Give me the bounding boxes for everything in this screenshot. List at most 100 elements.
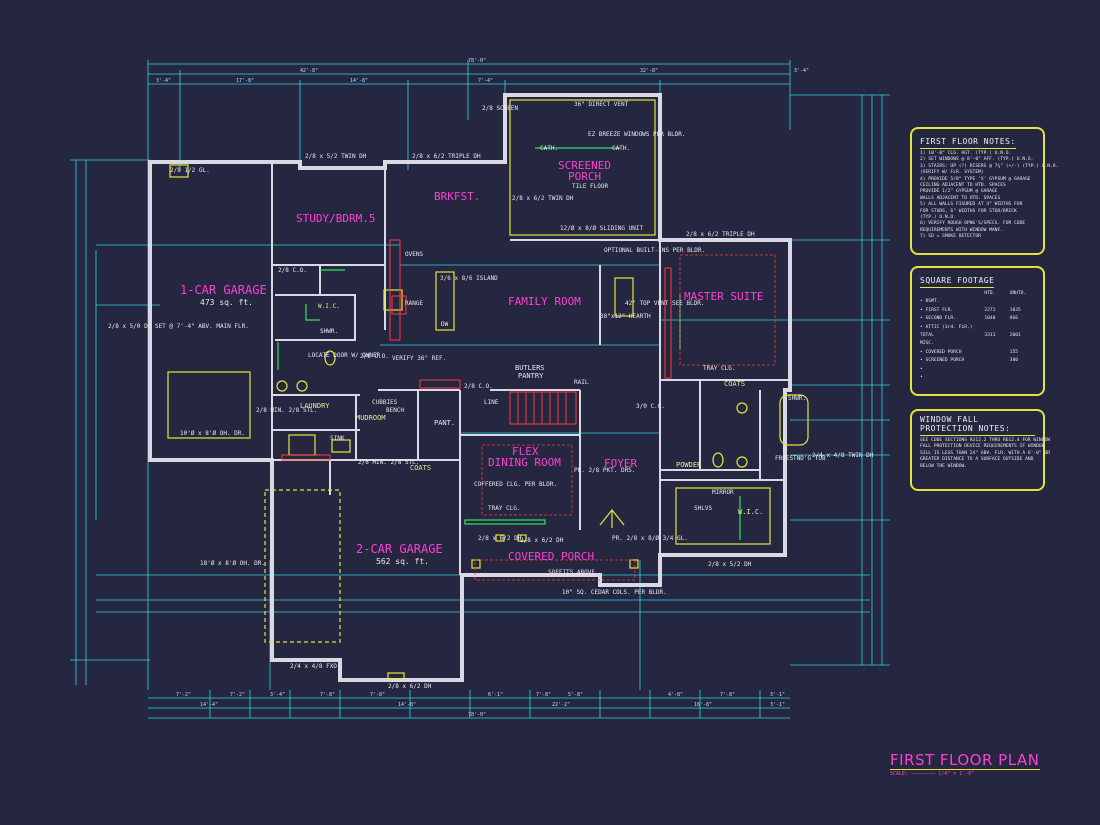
callout-co-2: 2/8 C.O. — [360, 353, 389, 360]
garage2-area: 562 sq. ft. — [376, 557, 429, 566]
room-labels: 1-CAR GARAGE 473 sq. ft. 10'Ø x 8'Ø OH. … — [180, 159, 826, 567]
sqft-cell-unhtd: 380 — [1009, 358, 1018, 364]
covered-porch-label: COVERED PORCH — [508, 550, 594, 563]
dim-top-b: 32'-8" — [640, 68, 658, 74]
dim-overall-top: 78'-0" — [468, 58, 486, 64]
flex-label-2: DINING ROOM — [488, 456, 561, 469]
dim-bot-2: 7'-2" — [230, 692, 245, 698]
callout-triple-dh-master: 2/8 x 6/2 TRIPLE DH — [686, 231, 755, 238]
sqft-cell-unhtd: 1035 — [1009, 307, 1021, 313]
notes-title: FIRST FLOOR NOTES: — [920, 137, 1016, 149]
dim-bot-5: 7'-8" — [370, 692, 385, 698]
notes-line: 2) SET WINDOWS @ 8'-0" AFF. (TYP.) U.N.O… — [920, 157, 1034, 163]
callout-triple-dh-top: 2/8 x 6/2 TRIPLE DH — [412, 153, 481, 160]
callout-coffered: COFFERED CLG. PER BLDR. — [474, 481, 557, 488]
callout-screen: 2/8 SCREEN — [482, 105, 519, 112]
screened-porch-label-1: SCREENED — [558, 159, 611, 172]
sqft-header-row: HTD. UNHTD. — [920, 290, 1035, 298]
dim-bot-row2-1: 14'-4" — [200, 702, 218, 708]
stair-treads — [517, 392, 567, 424]
fall-line: FALL PROTECTION DEVICE REQUIREMENTS IF W… — [920, 444, 1045, 450]
notes-line: REQUIREMENTS WITH WINDOW MANF. — [920, 227, 1003, 233]
butlers-label-1: BUTLERS — [515, 364, 545, 372]
callout-dh-master-bottom: 2/8 x 5/2 DH — [708, 561, 752, 568]
callout-entry-door: PR. 2/8 x 8/Ø 3/4 GL. — [612, 535, 688, 542]
sqft-cell-label: • ATTIC (3rd. FLR.) — [920, 324, 973, 330]
notes-line: PROVIDE 1/2" GYPSUM @ GARAGE — [920, 189, 998, 195]
notes-line: CEILING ADJACENT TO HTD. SPACES — [920, 183, 1006, 189]
sqft-title: SQUARE FOOTAGE — [920, 276, 995, 288]
dim-top-3: 14'-8" — [350, 78, 368, 84]
callout-co-3: 3/0 C.O. — [636, 403, 665, 410]
dim-bot-3: 3'-4" — [270, 692, 285, 698]
tub-label: FREESTND'G TUB — [775, 455, 826, 462]
sqft-cell-label: • SCREENED PORCH — [920, 358, 965, 364]
plan-scale: SCALE: ———————— 1/4" = 1'-0" — [890, 771, 975, 777]
coats-mud-label: COATS — [410, 464, 431, 472]
callout-cubbies: CUBBIES — [372, 399, 398, 406]
flex-label-1: FLEX — [512, 445, 539, 458]
sqft-row: • — [920, 366, 1035, 374]
dim-bot-8: 5'-8" — [568, 692, 583, 698]
dim-bot-row2-3: 22'-2" — [552, 702, 570, 708]
callout-range: RANGE — [405, 300, 423, 307]
callout-cols: 10" SQ. CEDAR COLS. PER BLDR. — [562, 589, 667, 596]
sqft-cell-label: • BSMT. — [920, 299, 940, 305]
callout-ovens: OVENS — [405, 251, 423, 258]
sqft-cell-unhtd: 966 — [1009, 316, 1018, 322]
callout-min-stl-2: 2/8 MIN. 2/8 STL. — [358, 459, 419, 466]
callout-sliding: 12/Ø x 8/Ø SLIDING UNIT — [560, 225, 643, 232]
callout-dh-garage-bottom: 2/8 x 6/2 DH — [388, 683, 432, 690]
sqft-row: • — [920, 374, 1035, 382]
sqft-cell-label: • — [920, 366, 923, 372]
callout-cath-2: CATH. — [612, 145, 630, 152]
sqft-row: • BSMT. — [920, 298, 1035, 306]
notes-line: 5) ALL WALLS FIGURED AT 4" WIDTHS FOR — [920, 202, 1023, 208]
laundry-label: LAUNDRY — [300, 402, 330, 410]
dim-top-c: 3'-4" — [794, 68, 809, 74]
callouts: 2/8 x 5/2 TWIN DH 2/8 x 6/2 TRIPLE DH 2/… — [108, 101, 874, 690]
callout-gl: 2/8 1/2 GL. — [170, 167, 210, 174]
notes-list: 1) 10'-0" CLG. HGT. (TYP.) U.N.O.2) SET … — [912, 151, 1058, 241]
sqft-cell-unhtd — [1010, 374, 1035, 382]
plan-title: FIRST FLOOR PLAN — [890, 751, 1040, 769]
wic-study-label: W.I.C. — [318, 303, 340, 310]
powder-label: POWDER — [676, 461, 702, 469]
sqft-cell-htd — [984, 366, 1009, 374]
notes-line: (VERIFY W/ FLR. SYSTEM) — [920, 170, 984, 176]
sqft-cell-unhtd: 155 — [1009, 349, 1018, 355]
stairs-and-counters — [281, 239, 776, 581]
sqft-cell-unhtd — [1010, 324, 1035, 332]
dim-bot-11: 3'-1" — [770, 692, 785, 698]
callout-locate-door: LOCATE DOOR W/ OWNER — [308, 352, 381, 359]
sqft-cell-htd: 3311 — [984, 333, 996, 339]
garage1-label: 1-CAR GARAGE — [180, 283, 267, 297]
callout-line: LINE — [484, 399, 499, 406]
callout-tray-master: TRAY CLG. — [703, 365, 736, 372]
square-footage-panel: SQUARE FOOTAGE HTD. UNHTD. • BSMT. • FIRS… — [910, 266, 1045, 396]
callout-tray-dining: TRAY CLG. — [488, 505, 521, 512]
notes-line: 4) PROVIDE 5/8" TYPE 'X' GYPSUM @ GARAGE — [920, 176, 1031, 182]
study-label: STUDY/BDRM.5 — [296, 212, 375, 225]
sqft-cell-unhtd: 2001 — [1009, 333, 1021, 339]
sqft-cell-unhtd — [1010, 340, 1035, 348]
sqft-cell-label: TOTAL — [920, 333, 934, 339]
fall-line: BELOW THE WINDOW. — [920, 463, 968, 469]
callout-sink: SINK — [330, 435, 345, 442]
sqft-row: • SCREENED PORCH 380 — [920, 357, 1035, 365]
fall-line: SILL IS LESS THAN 24" ABV. FLR. WITH A 6… — [920, 450, 1050, 456]
callout-verify-ref: VERIFY 36" REF. — [392, 355, 446, 362]
interior-walls — [271, 162, 790, 575]
window-fall-panel: WINDOW FALL PROTECTION NOTES: SEE CODE S… — [910, 409, 1050, 491]
callout-dw: DW — [441, 321, 449, 328]
callout-top-vent: 42" TOP VENT SEE BLDR. — [625, 300, 704, 307]
dimension-lines — [70, 60, 890, 719]
sqft-cell-unhtd — [1010, 366, 1035, 374]
garage1-door: 10'Ø x 8'Ø OH. DR. — [180, 430, 245, 437]
garage1-area: 473 sq. ft. — [200, 298, 253, 307]
foyer-label: FOYER — [604, 457, 637, 470]
brkfst-label: BRKFST. — [434, 190, 480, 203]
